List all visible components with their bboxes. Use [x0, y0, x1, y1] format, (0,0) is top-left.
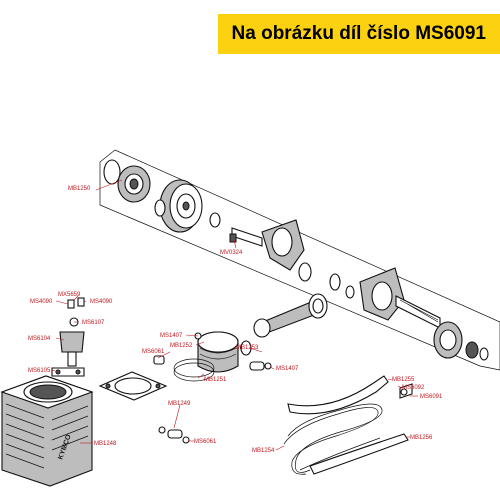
- label-ms6105: MS6105: [28, 368, 51, 374]
- crankshaft-right-bearing: [433, 321, 489, 361]
- cam-chain: [283, 403, 383, 475]
- label-ms6107: MS6107: [82, 320, 105, 326]
- piston-rings: [173, 358, 215, 382]
- label-ms6061-top: MS6061: [142, 349, 165, 355]
- cylinder-block: [0, 375, 94, 487]
- chain-guide-lower: [309, 433, 409, 475]
- label-mx5659: MX5659: [58, 292, 81, 298]
- label-mb1253: MB1253: [236, 345, 259, 351]
- label-mb1250: MB1250: [68, 186, 91, 192]
- label-mb1248: MB1248: [94, 441, 117, 447]
- part-number-banner: Na obrázku díl číslo MS6091: [217, 14, 500, 54]
- piston-pin-clips: [153, 332, 272, 444]
- label-ms6061-bottom: MS6061: [194, 439, 217, 445]
- label-mb1252: MB1252: [170, 343, 193, 349]
- label-ms6091: MS6091: [420, 394, 443, 400]
- label-ms6104: MS6104: [28, 336, 51, 342]
- label-ms1407-left: MS1407: [160, 333, 183, 339]
- connecting-rod: [253, 293, 328, 338]
- crankshaft-group-frame: [99, 149, 500, 371]
- label-mb1256: MB1256: [410, 435, 433, 441]
- label-mb1254: MB1254: [252, 448, 275, 454]
- small-washers: [298, 262, 355, 299]
- label-mv0324: MV0324: [220, 250, 243, 256]
- crank-web-right: [359, 267, 441, 329]
- piston: [197, 331, 239, 373]
- label-ms4090-right: MS4090: [90, 299, 113, 305]
- leader-lines: [51, 179, 418, 451]
- banner-text: Na obrázku díl číslo MS6091: [231, 23, 486, 44]
- chain-tensioner: [51, 297, 85, 377]
- label-mb1249: MB1249: [168, 401, 191, 407]
- crankshaft-left-bearing: [103, 159, 151, 203]
- label-ms6092: MS6092: [402, 385, 425, 391]
- chain-guide-upper: [287, 375, 413, 415]
- label-ms4090-left: MS4090: [30, 299, 53, 305]
- crankshaft-pulley: [154, 179, 221, 233]
- label-ms1407-right: MS1407: [276, 366, 299, 372]
- label-mb1255: MB1255: [392, 377, 415, 383]
- label-mb1251: MB1251: [204, 377, 227, 383]
- cylinder-gasket: [98, 371, 168, 401]
- crank-web-left: [229, 219, 305, 271]
